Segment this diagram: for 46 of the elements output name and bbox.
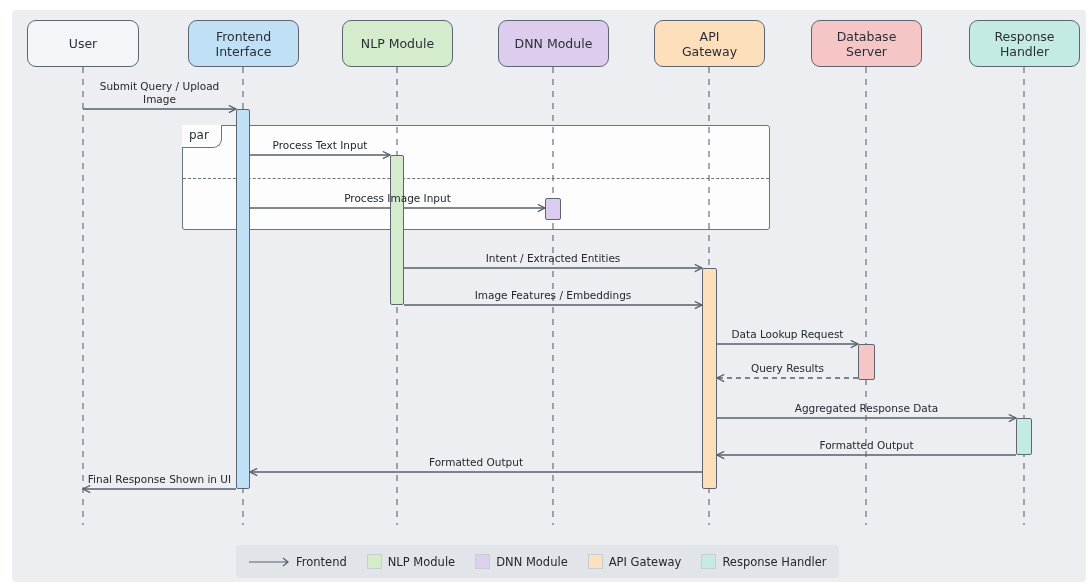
participant-box	[498, 20, 609, 67]
legend-label: API Gateway	[608, 554, 682, 569]
activation-bar	[702, 268, 717, 489]
message-label: Process Text Input	[271, 138, 369, 152]
participant-label: User	[68, 36, 98, 51]
participant-label: Response Handler	[993, 28, 1056, 59]
participant-box	[969, 20, 1080, 67]
message-arrow	[716, 413, 1017, 423]
legend-label: Frontend	[296, 554, 347, 569]
activation-bar	[1016, 418, 1032, 455]
message-label: Final Response Shown in UI	[86, 472, 233, 486]
message-arrow	[82, 104, 237, 114]
participant-box	[342, 20, 453, 67]
message-label: Intent / Extracted Entities	[484, 251, 622, 265]
message-label: Data Lookup Request	[730, 327, 845, 341]
legend-label: DNN Module	[496, 554, 568, 569]
activation-bar	[858, 344, 875, 380]
participant-label: Database Server	[835, 28, 898, 59]
activation-bar	[236, 109, 250, 489]
legend-label: NLP Module	[387, 554, 456, 569]
participant-box	[811, 20, 922, 67]
activation-bar	[545, 198, 561, 220]
participant-box	[654, 20, 765, 67]
message-arrow	[716, 373, 859, 383]
message-arrow	[249, 203, 546, 213]
participant-label: Frontend Interface	[214, 28, 273, 59]
message-arrow	[82, 484, 237, 494]
message-arrow	[249, 467, 703, 477]
message-label: Submit Query / Upload Image	[99, 79, 220, 106]
participant-box	[188, 20, 299, 67]
message-label: Formatted Output	[818, 438, 915, 452]
message-label: Formatted Output	[427, 455, 525, 469]
legend-label: Response Handler	[722, 554, 827, 569]
participant-label: NLP Module	[360, 36, 435, 51]
message-arrow	[716, 339, 859, 349]
message-label: Aggregated Response Data	[793, 401, 940, 415]
message-label: Image Features / Embeddings	[473, 288, 633, 302]
message-arrow	[716, 450, 1017, 460]
message-arrow	[403, 300, 703, 310]
fragment-operator: par	[182, 125, 222, 148]
participant-label: DNN Module	[514, 36, 593, 51]
message-arrow	[249, 150, 391, 160]
message-label: Query Results	[749, 361, 826, 375]
message-arrow	[403, 263, 703, 273]
participant-box	[27, 20, 139, 67]
participant-label: API Gateway	[680, 28, 739, 59]
